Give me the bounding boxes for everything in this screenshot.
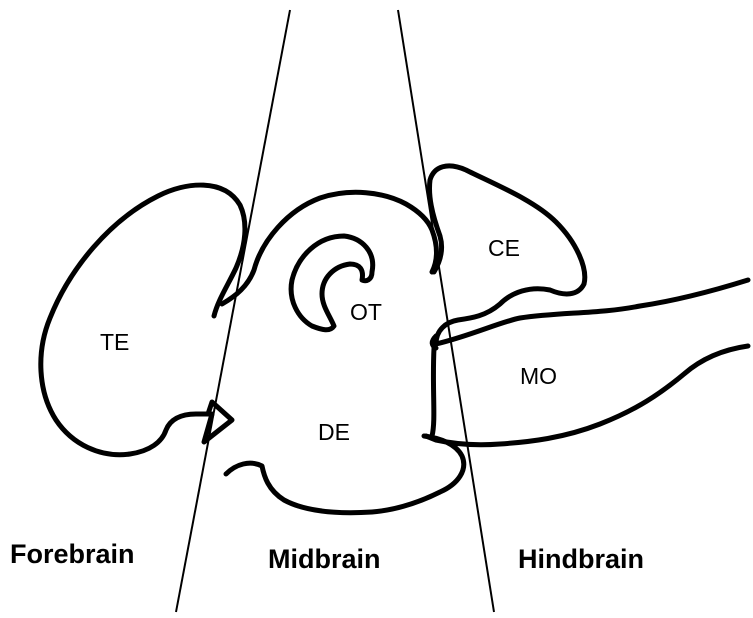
midbrain-body-outline xyxy=(222,192,464,512)
forebrain-label: Forebrain xyxy=(10,539,135,569)
ce-label: CE xyxy=(488,235,520,261)
de-label: DE xyxy=(318,419,350,445)
midbrain-label: Midbrain xyxy=(268,544,381,574)
midbrain-hindbrain-boundary-line xyxy=(398,10,494,612)
mo-label: MO xyxy=(520,363,557,389)
telencephalon-outline xyxy=(41,185,245,455)
ot-label: OT xyxy=(350,299,382,325)
hindbrain-label: Hindbrain xyxy=(518,544,644,574)
te-label: TE xyxy=(100,329,129,355)
forebrain-midbrain-boundary-line xyxy=(176,10,290,612)
medulla-oblongata-outline xyxy=(426,280,748,445)
